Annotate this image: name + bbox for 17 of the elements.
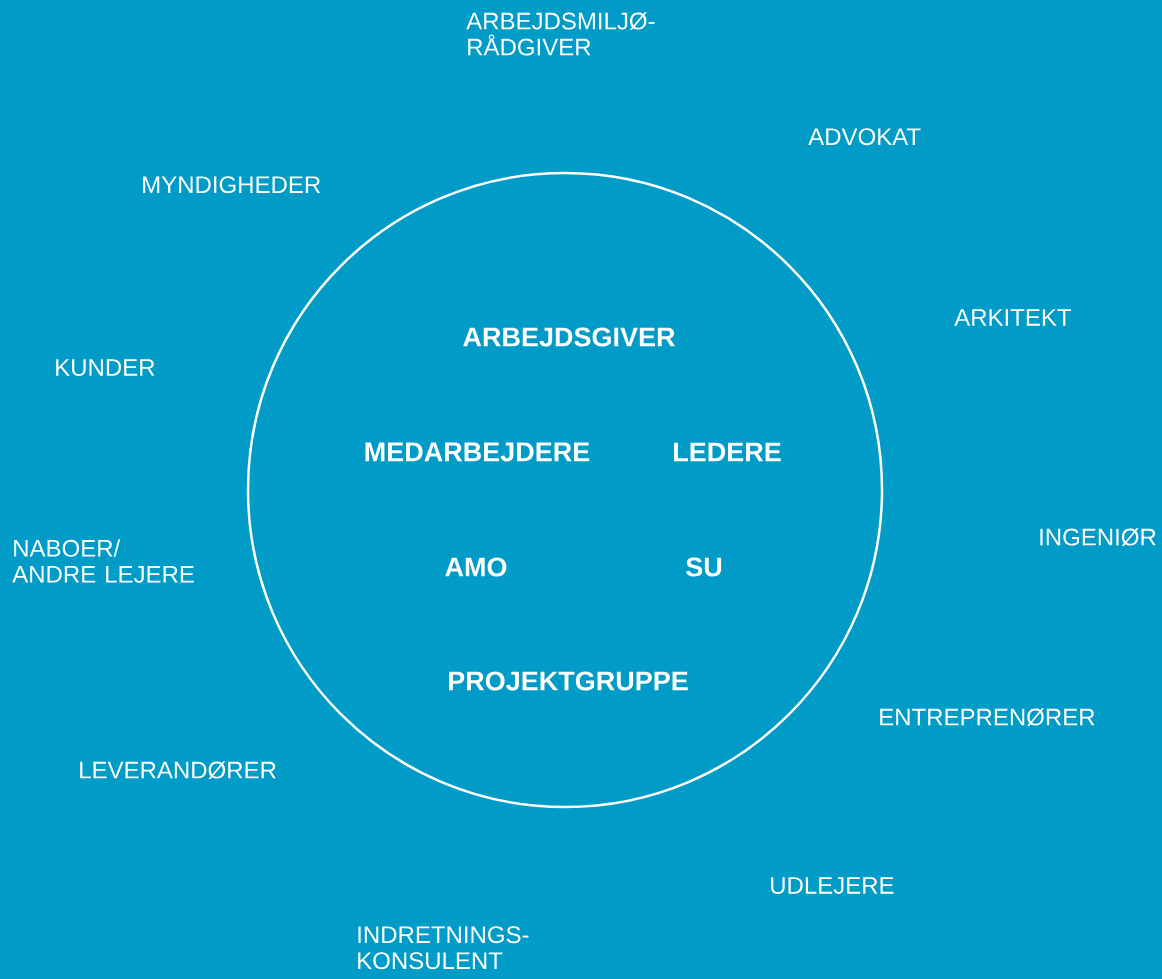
stakeholder-label: UDLEJERE	[771, 877, 894, 894]
circle-label: AMO	[445, 557, 507, 577]
circle-label: ARBEJDSGIVER	[463, 327, 675, 347]
circle-label: PROJEKTGRUPPE	[449, 671, 688, 691]
stakeholder-label: LEVERANDØRER	[80, 761, 276, 779]
circle-label: LEDERE	[674, 442, 781, 462]
stakeholder-label: ADVOKAT	[808, 128, 921, 146]
circle-label: SU	[686, 557, 722, 577]
stakeholder-label: MYNDIGHEDER	[143, 176, 321, 194]
stakeholder-label: NABOER/ ANDRE LEJERE	[12, 539, 194, 583]
stakeholder-label: ENTREPRENØRER	[880, 708, 1095, 726]
stakeholder-label: ARBEJDSMILJØ- RÅDGIVER	[466, 12, 655, 56]
stakeholder-label: INGENIØR	[1040, 528, 1156, 546]
circle-label: MEDARBEJDERE	[365, 442, 590, 462]
stakeholder-label: ARKITEKT	[954, 309, 1071, 326]
stakeholder-label: INDRETNINGS- KONSULENT	[358, 926, 529, 970]
stakeholder-label: KUNDER	[56, 359, 155, 376]
